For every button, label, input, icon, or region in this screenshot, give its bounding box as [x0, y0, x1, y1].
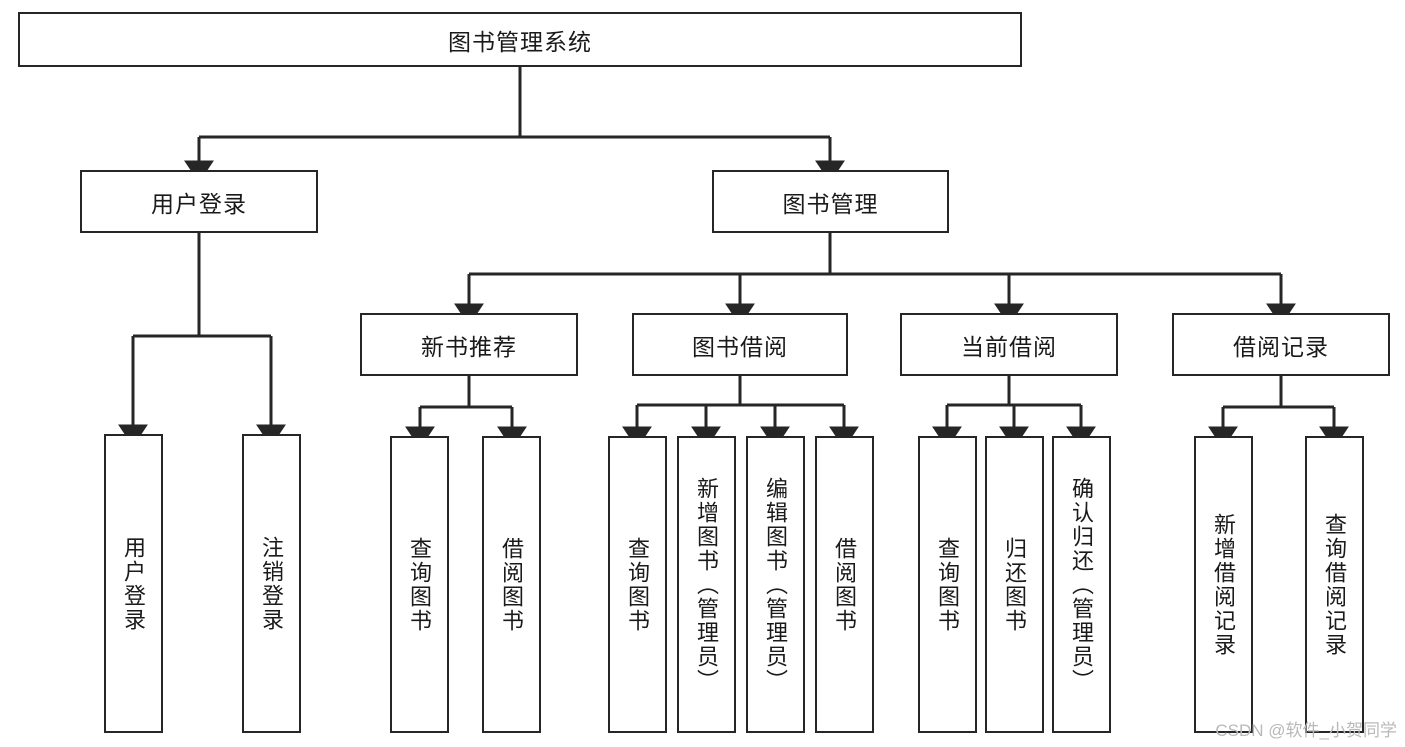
node-leaf-edit-book-label: 编辑图书（管理员）: [763, 476, 789, 693]
node-leaf-borrow-book-2[interactable]: 借阅图书: [815, 436, 874, 733]
node-leaf-user-login[interactable]: 用户登录: [104, 434, 163, 733]
node-user-login-label: 用户登录: [151, 190, 247, 217]
node-leaf-return-book-label: 归还图书: [1002, 536, 1028, 633]
node-book-borrow[interactable]: 图书借阅: [632, 313, 848, 376]
node-leaf-add-book[interactable]: 新增图书（管理员）: [677, 436, 736, 733]
node-leaf-query-book-3[interactable]: 查询图书: [918, 436, 977, 733]
node-leaf-query-book-1-label: 查询图书: [407, 536, 433, 633]
node-current-borrow[interactable]: 当前借阅: [900, 313, 1118, 376]
node-borrow-record-label: 借阅记录: [1233, 333, 1329, 360]
node-book-management[interactable]: 图书管理: [712, 170, 949, 233]
node-leaf-borrow-book-1-label: 借阅图书: [499, 536, 525, 633]
node-user-login[interactable]: 用户登录: [80, 170, 318, 233]
node-current-borrow-label: 当前借阅: [961, 333, 1057, 360]
node-leaf-user-login-label: 用户登录: [121, 535, 147, 632]
node-new-book-recommend-label: 新书推荐: [421, 333, 517, 360]
node-book-borrow-label: 图书借阅: [692, 333, 788, 360]
node-leaf-query-record-label: 查询借阅记录: [1322, 512, 1348, 657]
node-leaf-add-record[interactable]: 新增借阅记录: [1194, 436, 1253, 733]
node-leaf-edit-book[interactable]: 编辑图书（管理员）: [746, 436, 805, 733]
node-leaf-return-book[interactable]: 归还图书: [985, 436, 1044, 733]
node-leaf-query-book-2-label: 查询图书: [625, 536, 651, 633]
node-leaf-borrow-book-2-label: 借阅图书: [832, 536, 858, 633]
node-new-book-recommend[interactable]: 新书推荐: [360, 313, 578, 376]
node-root[interactable]: 图书管理系统: [18, 12, 1022, 67]
node-root-label: 图书管理系统: [448, 28, 592, 55]
node-leaf-query-book-1[interactable]: 查询图书: [390, 436, 449, 733]
node-borrow-record[interactable]: 借阅记录: [1172, 313, 1390, 376]
node-leaf-confirm-return-label: 确认归还（管理员）: [1069, 476, 1095, 693]
node-leaf-add-record-label: 新增借阅记录: [1211, 512, 1237, 657]
node-leaf-query-record[interactable]: 查询借阅记录: [1305, 436, 1364, 733]
node-leaf-query-book-2[interactable]: 查询图书: [608, 436, 667, 733]
node-leaf-confirm-return[interactable]: 确认归还（管理员）: [1052, 436, 1111, 733]
watermark-text: CSDN @软件_小贺同学: [1215, 721, 1397, 740]
node-leaf-query-book-3-label: 查询图书: [935, 536, 961, 633]
node-book-management-label: 图书管理: [782, 190, 879, 217]
node-leaf-logout-login[interactable]: 注销登录: [242, 434, 301, 733]
node-leaf-borrow-book-1[interactable]: 借阅图书: [482, 436, 541, 733]
node-leaf-add-book-label: 新增图书（管理员）: [694, 476, 720, 693]
node-leaf-logout-login-label: 注销登录: [259, 535, 285, 632]
